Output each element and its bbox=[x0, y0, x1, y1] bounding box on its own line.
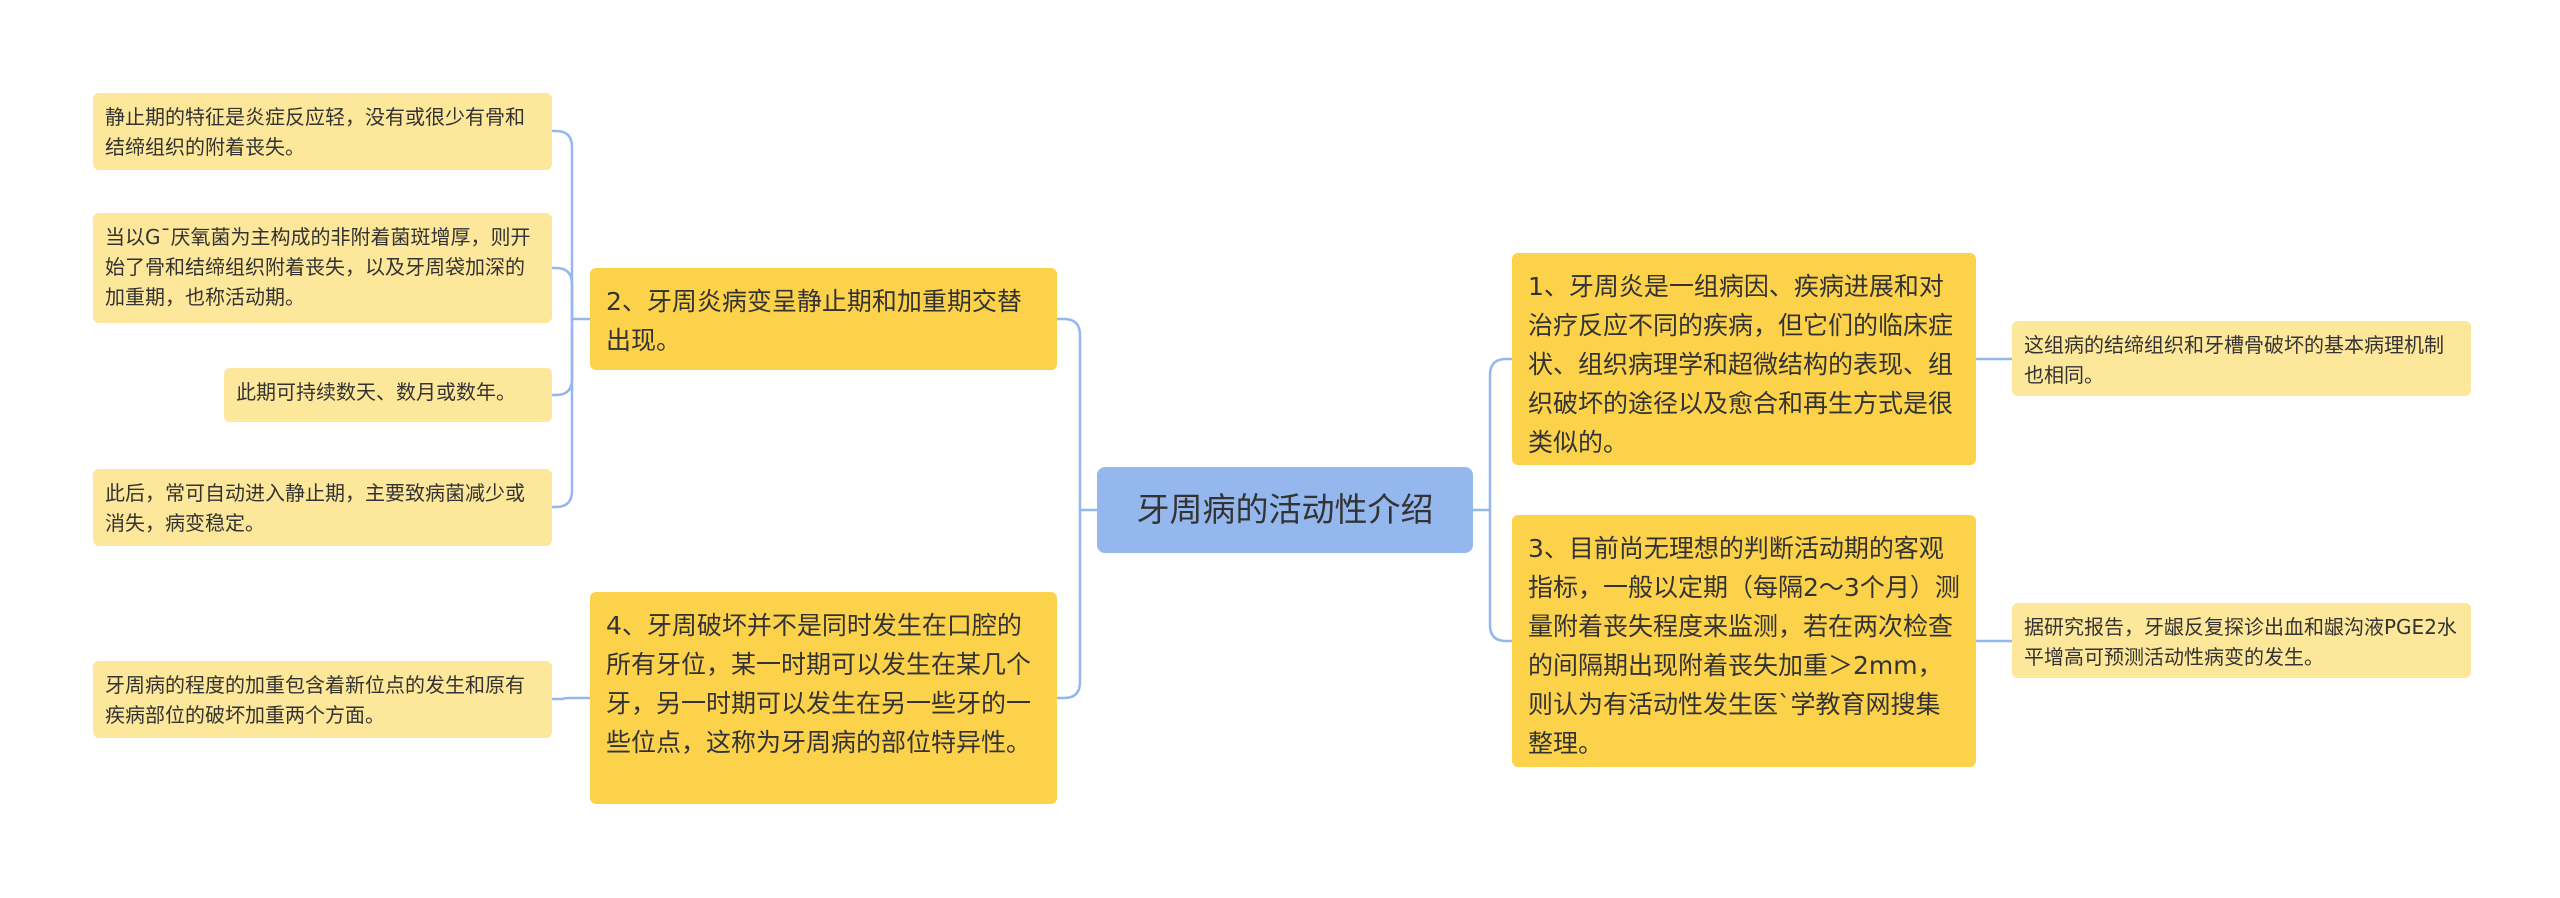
leaf-pathology-mechanism[interactable]: 这组病的结缔组织和牙槽骨破坏的基本病理机制也相同。 bbox=[2012, 321, 2471, 396]
connector-root-b1 bbox=[1471, 357, 1514, 512]
connector-b3-l3 bbox=[550, 129, 592, 321]
leaf-phase-duration[interactable]: 此期可持续数天、数月或数年。 bbox=[224, 368, 552, 422]
branch-2-phases[interactable]: 2、牙周炎病变呈静止期和加重期交替出现。 bbox=[590, 268, 1057, 370]
connector-b3-l6 bbox=[550, 317, 574, 509]
leaf-return-to-quiescence[interactable]: 此后，常可自动进入静止期，主要致病菌减少或消失，病变稳定。 bbox=[93, 469, 552, 546]
connector-root-b3 bbox=[1055, 317, 1099, 512]
leaf-active-phase[interactable]: 当以G¯厌氧菌为主构成的非附着菌斑增厚，则开始了骨和结缔组织附着丧失，以及牙周袋… bbox=[93, 213, 552, 323]
branch-3-monitoring[interactable]: 3、目前尚无理想的判断活动期的客观指标，一般以定期（每隔2～3个月）测量附着丧失… bbox=[1512, 515, 1976, 767]
leaf-progression-aspects[interactable]: 牙周病的程度的加重包含着新位点的发生和原有疾病部位的破坏加重两个方面。 bbox=[93, 661, 552, 738]
branch-1-definition[interactable]: 1、牙周炎是一组病因、疾病进展和对治疗反应不同的疾病，但它们的临床症状、组织病理… bbox=[1512, 253, 1976, 465]
connector-b4-l7 bbox=[550, 696, 592, 701]
branch-4-site-specificity[interactable]: 4、牙周破坏并不是同时发生在口腔的所有牙位，某一时期可以发生在某几个牙，另一时期… bbox=[590, 592, 1057, 804]
connector-root-b4 bbox=[1055, 508, 1082, 700]
connector-b3-l4 bbox=[550, 266, 574, 321]
leaf-quiescent-phase[interactable]: 静止期的特征是炎症反应轻，没有或很少有骨和结缔组织的附着丧失。 bbox=[93, 93, 552, 170]
root-topic[interactable]: 牙周病的活动性介绍 bbox=[1097, 467, 1473, 553]
leaf-prediction-markers[interactable]: 据研究报告，牙龈反复探诊出血和龈沟液PGE2水平增高可预测活动性病变的发生。 bbox=[2012, 603, 2471, 678]
connector-b3-l5 bbox=[550, 317, 574, 397]
connector-root-b2 bbox=[1488, 508, 1514, 643]
